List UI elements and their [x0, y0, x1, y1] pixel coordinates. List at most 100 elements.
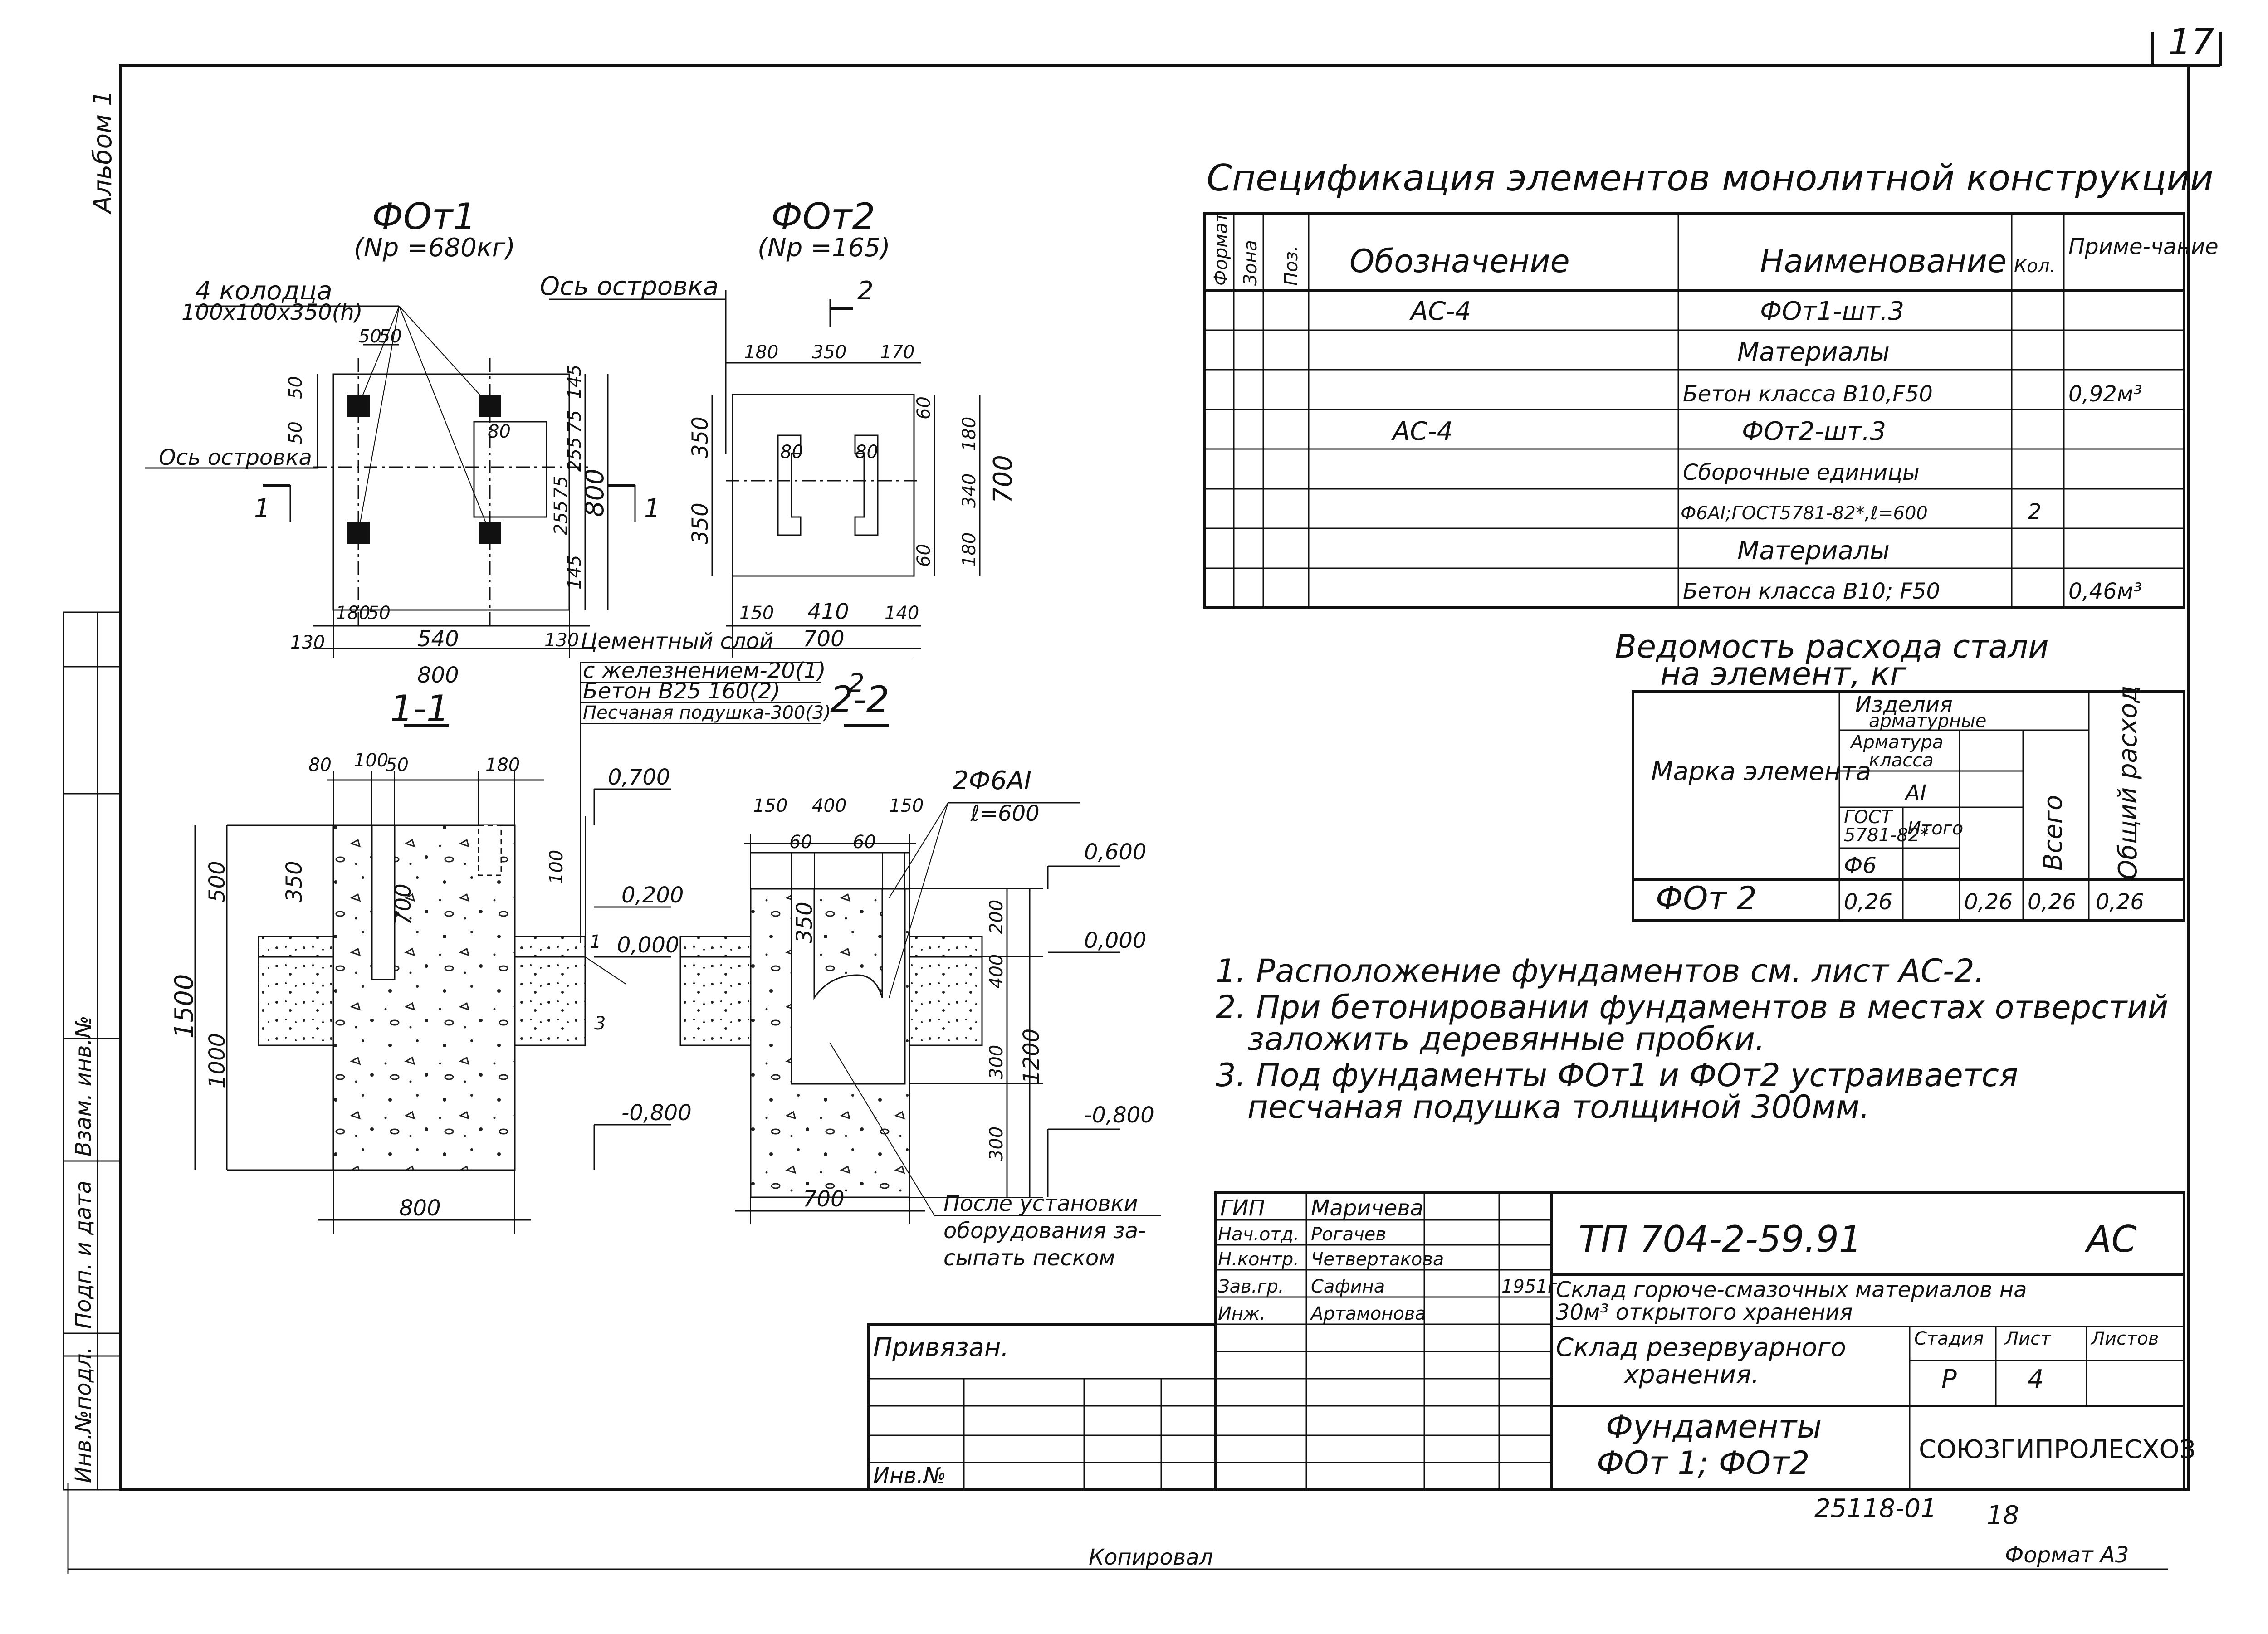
- section11-lev-0200: 0,200: [621, 883, 684, 908]
- plan1-dim-right-b: 75: [564, 410, 585, 433]
- section11-lev-0000: 0,000: [617, 932, 679, 958]
- plan2-dim-top-b: 350: [812, 342, 846, 363]
- layers-group-num: 2: [848, 668, 865, 698]
- steel-h-class: АI: [1904, 780, 1926, 806]
- tb-h-stage: Стадия: [1914, 1328, 1984, 1349]
- plan2-dim-left-a: 350: [688, 416, 713, 458]
- spec-h-note: Приме-чание: [2068, 234, 2219, 259]
- plan1-title: ФОт1: [372, 195, 476, 238]
- tb-name-2: Рогачев: [1311, 1224, 1386, 1245]
- plan1-section-mark-left: 1: [254, 494, 270, 523]
- plan2-dim-bot-c: 140: [885, 603, 919, 624]
- plan1-dim-right-total: 800: [580, 468, 610, 517]
- note-3-cont: песчаная подушка толщиной 300мм.: [1247, 1088, 1870, 1126]
- layers-callout: [580, 662, 821, 943]
- tb-project-line1: Склад горюче-смазочных материалов на: [1556, 1277, 2027, 1302]
- plan2-dim-right-a: 60: [914, 396, 934, 419]
- note-2: 2. При бетонировании фундаментов в места…: [1216, 989, 2168, 1026]
- section22-dim-inner-a: 60: [789, 832, 812, 853]
- plan1-dim-right-f: 145: [564, 555, 585, 590]
- plan2-dim-top-a: 180: [744, 342, 778, 363]
- section22-note-line2: оборудования за-: [943, 1218, 1146, 1244]
- section22-lev-m0800: -0,800: [1084, 1102, 1154, 1128]
- tb-stage: Р: [1941, 1365, 1957, 1394]
- note-1: 1. Расположение фундаментов см. лист АС-…: [1216, 952, 1984, 990]
- tb-role-3: Н.контр.: [1218, 1249, 1299, 1270]
- tb-privyazan: Привязан.: [873, 1333, 1009, 1362]
- spec-h-zone: Зона: [1240, 240, 1261, 286]
- section22-rebar-label: 2Ф6АI: [953, 766, 1031, 795]
- section22-dim-right-c: 300: [986, 1045, 1007, 1079]
- section11-dim-350: 350: [282, 861, 307, 902]
- section11-dim-1000: 1000: [205, 1033, 230, 1088]
- spec-row: Материалы: [1737, 536, 1890, 566]
- spec-h-qty: Кол.: [2014, 256, 2055, 277]
- layers-line3: Бетон В25 160(2): [583, 678, 780, 704]
- stamp-inv-podl: Инв.№подл.: [71, 1346, 96, 1483]
- section11-dim-1500: 1500: [170, 974, 199, 1039]
- plan1-dim-left-b: 50: [285, 421, 306, 444]
- layers-line2: с железнением-20(1): [583, 658, 826, 683]
- plan1-dim-bot-e: 130: [544, 630, 579, 651]
- left-stamp: [63, 611, 121, 1491]
- tb-h-sheet: Лист: [2004, 1328, 2052, 1349]
- section11-dim-bottom: 800: [399, 1195, 441, 1221]
- note-2-cont: заложить деревянные пробки.: [1247, 1020, 1765, 1058]
- steel-h-gost2: 5781-82*: [1844, 825, 1929, 846]
- plan1-dim-top-a: 50: [358, 326, 381, 347]
- spec-row5-name: Сборочные единицы: [1683, 460, 1920, 485]
- plan2-dim-right-total: 700: [988, 455, 1018, 503]
- tb-org: СОЮЗГИПРОЛЕСХОЗ: [1919, 1435, 2195, 1464]
- steel-row-itogo: 0,26: [1964, 889, 2013, 915]
- steel-row: ФОт 2 0,26 0,26 0,26 0,26: [1656, 880, 2144, 917]
- section22-title: 2-2: [830, 678, 890, 721]
- section11-layer-1: 1: [590, 932, 601, 952]
- section11-lev-m0800: -0,800: [621, 1100, 692, 1126]
- tb-name-4: Сафина: [1311, 1276, 1385, 1297]
- plan2-dim-right-e: 60: [914, 544, 934, 567]
- steel-h-mark: Марка элемента: [1651, 757, 1871, 786]
- title-block-grid: [867, 1191, 2185, 1491]
- plan-fot1: [145, 305, 636, 658]
- section22-dim-top-b: 400: [812, 795, 846, 816]
- section22-note-line1: После установки: [943, 1191, 1138, 1216]
- layers-line1: Цементный слой: [581, 629, 773, 654]
- stamp-podp-data: Подп. и дата: [71, 1180, 96, 1329]
- section22-dim-inner-b: 60: [853, 832, 876, 853]
- plan1-section-mark-right: 1: [644, 494, 660, 523]
- section22-dim-top-a: 150: [753, 795, 787, 816]
- section22-dim-top-c: 150: [889, 795, 924, 816]
- tb-drawing-line1: Фундаменты: [1606, 1408, 1822, 1445]
- spec-row: АС-4 ФОт1-шт.3: [1409, 297, 1904, 326]
- plan2-title: ФОт2: [771, 195, 875, 238]
- steel-row-overall: 0,26: [2096, 889, 2144, 915]
- plan2-dim-bot-b: 410: [807, 599, 849, 624]
- plan2-dim-in-b: 80: [855, 442, 878, 463]
- page-number: 17: [2168, 21, 2214, 63]
- spec-row: Бетон класса В10,F50 0,92м³: [1683, 381, 2142, 407]
- layers-line4: Песчаная подушка-300(3): [583, 702, 831, 723]
- section-2-2: [679, 724, 1161, 1224]
- section11-dim-top-d: 180: [485, 755, 520, 776]
- steel-h-total: Всего: [2038, 795, 2068, 871]
- plan1-dim-right-d: 255: [551, 501, 572, 535]
- tb-sheet: 4: [2028, 1365, 2044, 1394]
- copied-label: Копировал: [1089, 1545, 1213, 1570]
- section22-dim-right-a: 200: [986, 900, 1007, 934]
- album-label: Альбом 1: [88, 90, 117, 215]
- spec-row1-designation: АС-4: [1409, 297, 1471, 326]
- steel-title-line2: на элемент, кг: [1660, 655, 1907, 693]
- steel-title-line1: Ведомость расхода стали: [1615, 628, 2049, 665]
- section11-lev-0700: 0,700: [608, 765, 670, 790]
- plan2-axis-label: Ось островка: [540, 272, 719, 301]
- plan1-dim-right-e: 75: [551, 476, 572, 499]
- plan1-dim-bot-d: 540: [417, 626, 459, 652]
- plan1-dim-top-b: 50: [379, 326, 402, 347]
- plan2-section-mark: 2: [857, 276, 874, 306]
- spec-row2-name: Материалы: [1737, 337, 1890, 367]
- spec-row: АС-4 ФОт2-шт.3: [1391, 417, 1886, 446]
- plan1-dim-bot-a: 130: [290, 632, 325, 653]
- tb-role-1: ГИП: [1220, 1195, 1265, 1221]
- section11-dim-top-a: 80: [308, 755, 332, 776]
